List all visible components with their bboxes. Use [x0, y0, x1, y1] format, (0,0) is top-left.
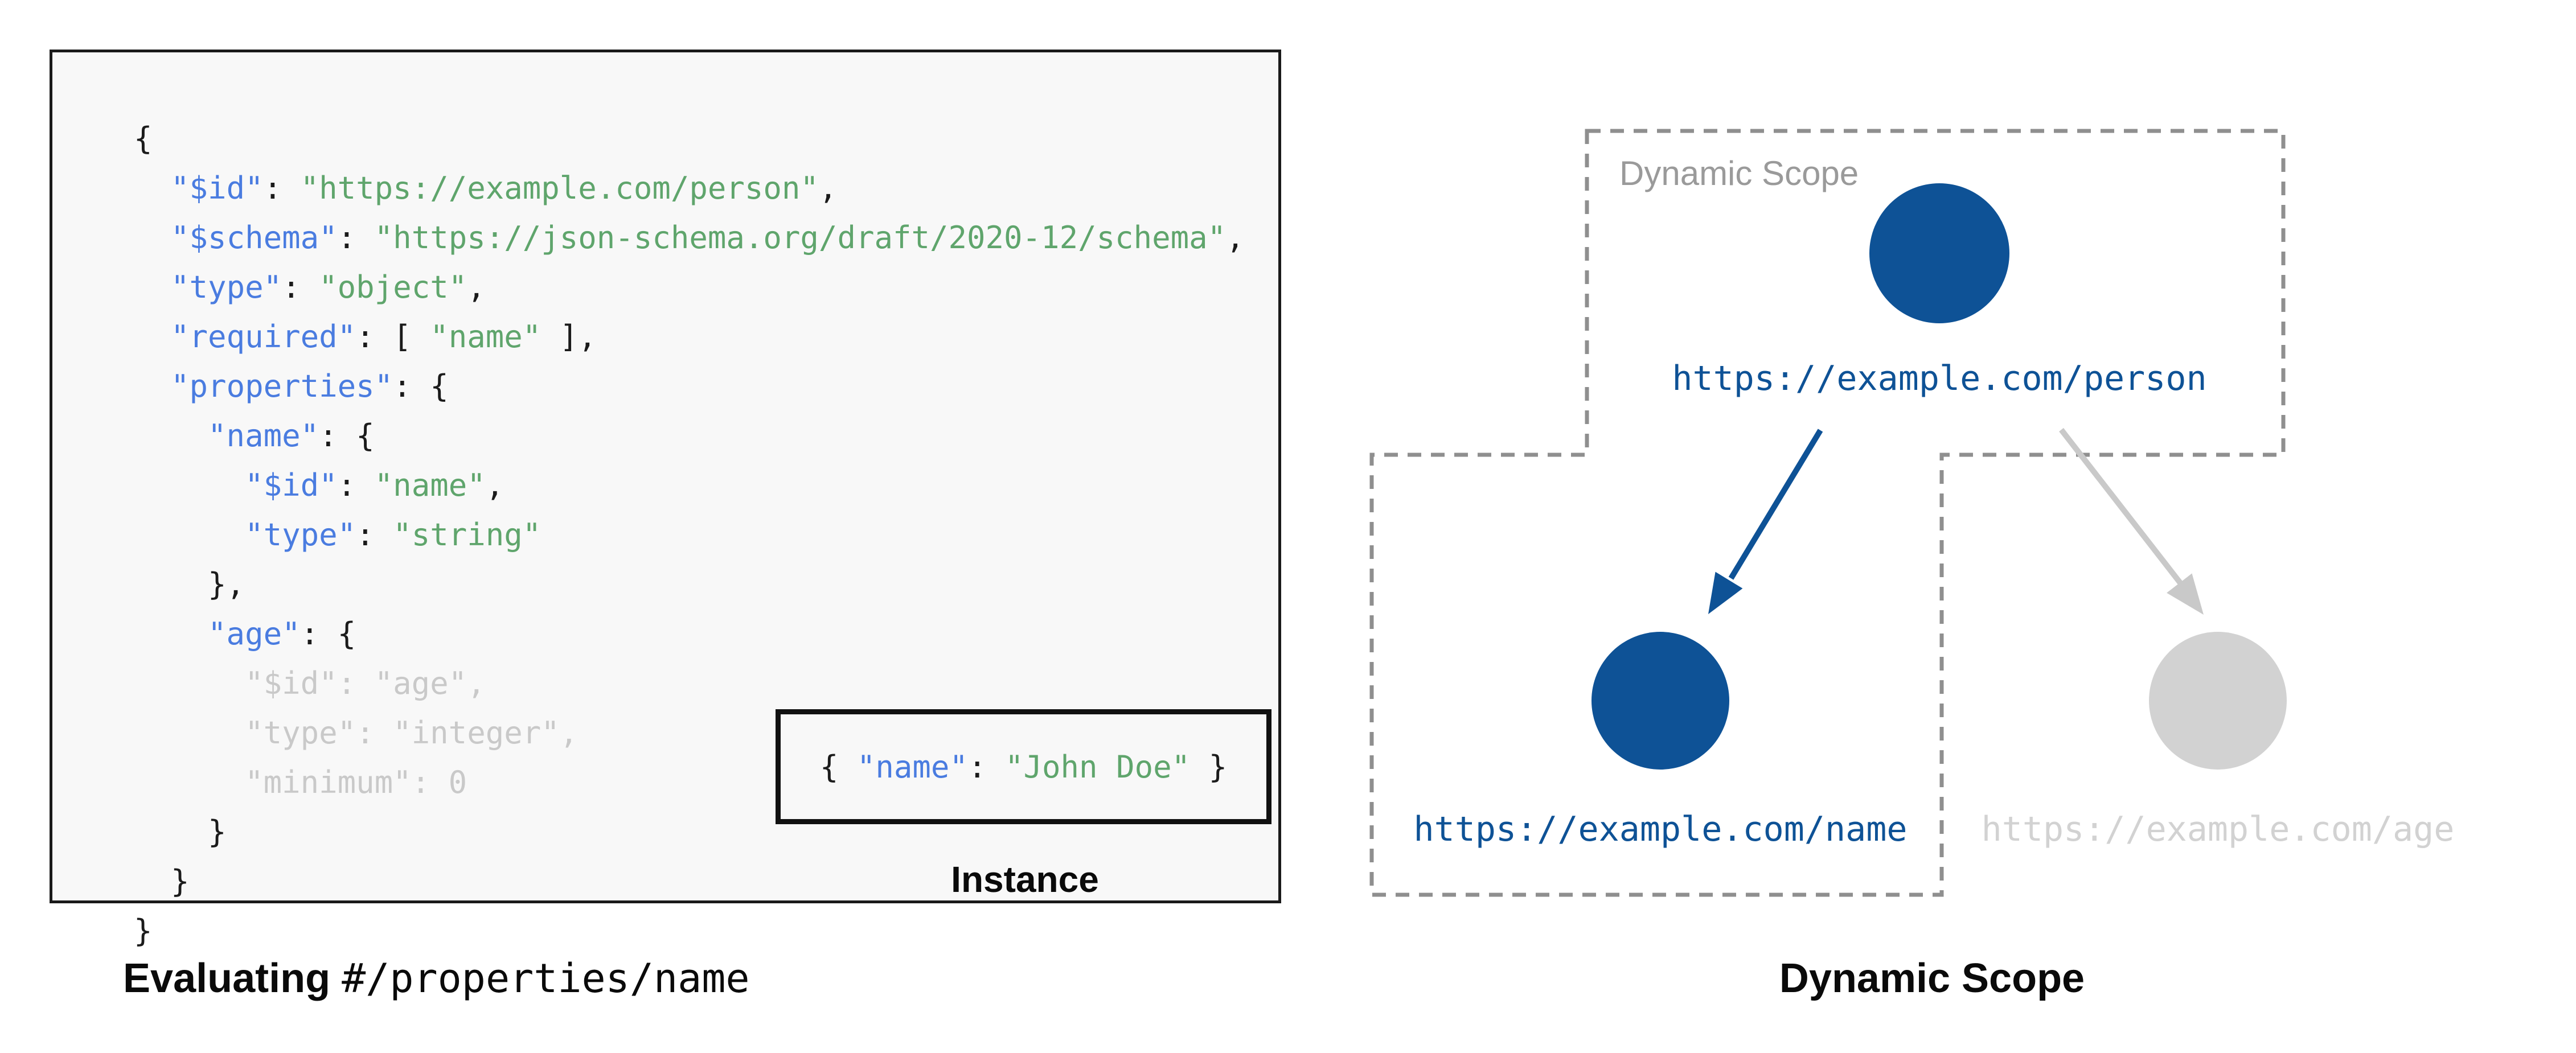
dynamic-scope-inner-label: Dynamic Scope [1619, 154, 1859, 192]
code-token: } [134, 913, 153, 949]
code-token: : { [319, 418, 375, 454]
name-node-url: https://example.com/name [1413, 809, 1908, 849]
code-token [134, 616, 208, 652]
code-token: , [1226, 220, 1245, 256]
name-node-circle [1591, 632, 1729, 770]
code-token: : { [300, 616, 356, 652]
code-line: "required": [ "name" ], [134, 312, 1245, 361]
age-node-circle [2149, 632, 2287, 770]
code-token: "required" [171, 319, 356, 355]
code-token: "name" [430, 319, 542, 355]
code-token: "type" [171, 269, 282, 305]
code-token: : { [393, 368, 449, 404]
code-token: "$id" [245, 467, 338, 503]
code-line: "$id": "name", [134, 460, 1245, 510]
code-line: "type": "integer", [134, 708, 1245, 758]
code-token: { [819, 748, 857, 785]
code-token [134, 467, 245, 503]
code-token [134, 418, 208, 454]
code-token: "John Doe" [1005, 748, 1191, 785]
code-token: "object" [319, 269, 467, 305]
age-node-url: https://example.com/age [1981, 809, 2455, 849]
code-line: "$id": "age", [134, 659, 1245, 708]
code-token: : [967, 748, 1005, 785]
code-token: "$id" [171, 170, 264, 206]
code-token [134, 170, 171, 206]
code-token: } [134, 863, 190, 899]
code-token: "type" [245, 517, 356, 553]
schema-code-block: { "$id": "https://example.com/person", "… [134, 114, 1245, 956]
code-token: "properties" [171, 368, 393, 404]
code-line: { [134, 114, 1245, 163]
code-token: "name" [374, 467, 486, 503]
code-token [134, 319, 171, 355]
person-node-circle [1869, 183, 2009, 323]
instance-box: { "name": "John Doe" } [776, 709, 1271, 824]
code-line: } [134, 807, 1245, 857]
code-line: "age": { [134, 609, 1245, 659]
arrow-person-to-name-head [1708, 571, 1743, 614]
arrow-person-to-age-head [2167, 573, 2204, 615]
code-token: "minimum": 0 [134, 764, 467, 800]
code-line: "type": "object", [134, 262, 1245, 312]
code-token: "age" [208, 616, 301, 652]
code-token: "$schema" [171, 220, 338, 256]
code-token: : [337, 220, 375, 256]
code-line: "name": { [134, 411, 1245, 460]
code-token: { [134, 121, 153, 157]
code-token: "name" [208, 418, 319, 454]
arrow-person-to-age [2059, 427, 2184, 587]
code-line: "properties": { [134, 361, 1245, 411]
code-token: : [356, 517, 393, 553]
code-token: "https://example.com/person" [300, 170, 819, 206]
code-token: } [1190, 748, 1228, 785]
dynamic-scope-boundary [1369, 129, 2286, 897]
code-token: ], [541, 319, 597, 355]
code-token: "$id": "age", [134, 665, 486, 701]
code-line: "$id": "https://example.com/person", [134, 163, 1245, 213]
arrow-person-to-name [1728, 429, 1823, 580]
code-token [134, 517, 245, 553]
evaluating-caption-bold: Evaluating [123, 956, 331, 1001]
code-line: "type": "string" [134, 510, 1245, 560]
code-token: : [263, 170, 301, 206]
person-node-url: https://example.com/person [1672, 359, 2207, 398]
code-token: "type": "integer", [134, 715, 579, 751]
code-token: "string" [393, 517, 542, 553]
code-token: "name" [856, 748, 968, 785]
code-token: , [818, 170, 838, 206]
dynamic-scope-caption: Dynamic Scope [1779, 956, 2085, 1001]
instance-label: Instance [951, 859, 1099, 900]
code-line: "minimum": 0 [134, 758, 1245, 807]
code-token [134, 269, 171, 305]
code-token: "https://json-schema.org/draft/2020-12/s… [374, 220, 1227, 256]
code-token: : [282, 269, 319, 305]
code-token: } [134, 814, 227, 850]
code-token: , [485, 467, 504, 503]
code-token [134, 220, 171, 256]
code-line: } [134, 857, 1245, 906]
evaluating-caption-pointer: #/properties/name [342, 955, 750, 1002]
code-token: }, [134, 566, 245, 602]
code-token [134, 368, 171, 404]
dynamic-scope-figure [1369, 129, 2287, 897]
schema-code-panel: { "$id": "https://example.com/person", "… [50, 50, 1281, 949]
evaluating-caption-separator [330, 956, 342, 1001]
code-line: } [134, 906, 1245, 956]
evaluating-caption: Evaluating #/properties/name [123, 955, 750, 1002]
code-token: : [337, 467, 375, 503]
code-token: , [467, 269, 486, 305]
code-line: }, [134, 560, 1245, 609]
code-token: : [ [356, 319, 430, 355]
code-line: "$schema": "https://json-schema.org/draf… [134, 213, 1245, 262]
